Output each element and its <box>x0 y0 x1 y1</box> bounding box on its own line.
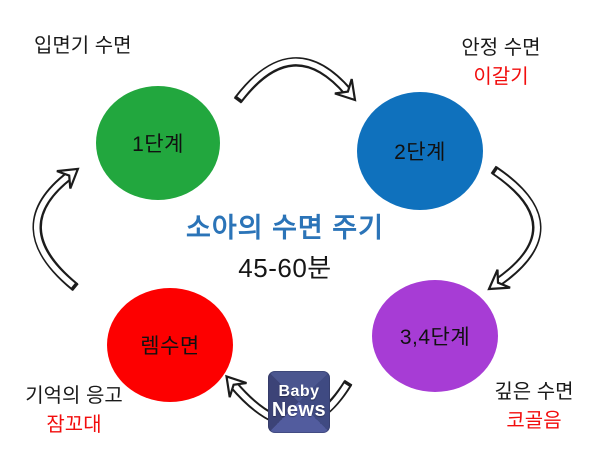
annotation-stage2-line1: 안정 수면 <box>461 37 541 59</box>
title-block: 소아의 수면 주기 45-60분 <box>135 206 435 285</box>
arrow-stage1-to-stage2 <box>233 57 357 104</box>
node-stage34: 3,4단계 <box>372 280 498 392</box>
annotation-rem-line1: 기억의 응고 <box>25 385 123 407</box>
arrow-tail <box>71 282 79 292</box>
arrow-head <box>56 167 80 189</box>
arrow-body-fill <box>494 169 540 286</box>
diagram-title: 소아의 수면 주기 <box>186 213 384 243</box>
annotation-stage2-line2: 이갈기 <box>473 66 529 88</box>
arrow-stage2-to-stage34 <box>487 165 542 291</box>
annotation-stage1: 입면기 수면 <box>34 32 132 61</box>
arrow-head <box>225 374 247 398</box>
annotation-stage34-line1: 깊은 수면 <box>494 381 574 403</box>
arrow-body-fill <box>34 172 75 288</box>
annotation-rem-line2: 잠꼬대 <box>46 414 102 436</box>
arrow-head <box>334 78 357 102</box>
annotation-stage1-line1: 입면기 수면 <box>34 35 132 57</box>
node-stage2-label: 2단계 <box>394 141 446 164</box>
node-stage1: 1단계 <box>96 86 220 200</box>
annotation-stage2: 안정 수면 이갈기 <box>446 34 556 92</box>
node-rem-label: 렘수면 <box>140 335 200 358</box>
watermark-logo: Baby News <box>268 371 330 433</box>
logo-text-baby: Baby <box>278 383 320 400</box>
logo-text-news: News <box>271 399 327 421</box>
arrow-tail <box>343 379 353 387</box>
annotation-stage34: 깊은 수면 코골음 <box>478 378 590 436</box>
node-stage1-label: 1단계 <box>132 133 184 156</box>
annotation-rem: 기억의 응고 잠꼬대 <box>12 382 136 440</box>
arrow-tail <box>490 165 498 175</box>
arrow-tail <box>233 96 243 104</box>
arrow-head <box>487 269 511 291</box>
node-stage2: 2단계 <box>357 92 483 210</box>
arrow-rem-to-stage1 <box>32 167 80 292</box>
node-rem: 렘수면 <box>107 288 233 402</box>
node-stage34-label: 3,4단계 <box>399 326 471 349</box>
annotation-stage34-line2: 코골음 <box>506 410 562 432</box>
arrow-body-fill <box>237 58 351 100</box>
diagram-subtitle: 45-60분 <box>238 253 332 283</box>
